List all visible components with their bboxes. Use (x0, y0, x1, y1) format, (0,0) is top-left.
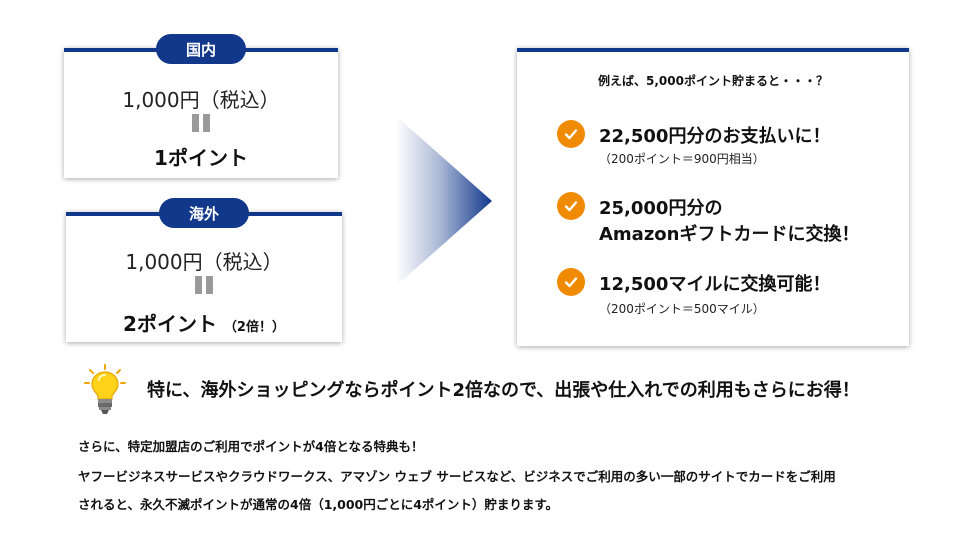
paragraph-line: されると、永久不滅ポイントが通常の4倍（1,000円ごとに4ポイント）貯まります… (78, 497, 559, 512)
arrow-right-icon (396, 116, 492, 286)
equals-icon (192, 114, 210, 132)
overseas-card: 海外 1,000円（税込） 2ポイント （2倍！） (66, 198, 342, 342)
benefit-main: 22,500円分のお支払いに！ (599, 126, 831, 147)
paragraph-line: さらに、特定加盟店のご利用でポイントが4倍となる特典も！ (78, 439, 424, 454)
lightbulb-icon (84, 364, 126, 414)
benefit-main: 25,000円分の (599, 198, 723, 219)
check-icon (557, 268, 585, 296)
benefit-sub: （200ポイント＝500マイル） (599, 302, 765, 316)
overseas-points: 2ポイント （2倍！） (66, 308, 342, 337)
check-icon (557, 120, 585, 148)
benefit-main: 12,500マイルに交換可能！ (599, 274, 831, 295)
overseas-points-note: （2倍！） (223, 320, 285, 335)
benefit-main-line2: Amazonギフトカードに交換！ (599, 224, 860, 245)
headline: 特に、海外ショッピングならポイント2倍なので、出張や仕入れでの利用もさらにお得！ (147, 380, 860, 401)
overseas-label: 海外 (159, 198, 249, 228)
domestic-price: 1,000円（税込） (122, 88, 280, 112)
domestic-card: 国内 1,000円（税込） 1ポイント (64, 34, 338, 178)
example-card: 例えば、5,000ポイント貯まると・・・？ 22,500円分のお支払いに！ （2… (517, 48, 909, 346)
paragraph-line: ヤフービジネスサービスやクラウドワークス、アマゾン ウェブ サービスなど、ビジネ… (78, 469, 836, 484)
domestic-label: 国内 (156, 34, 246, 64)
check-icon (557, 192, 585, 220)
benefit-sub: （200ポイント＝900円相当） (599, 152, 765, 166)
example-card-topbar (517, 48, 909, 52)
overseas-points-value: 2ポイント (123, 312, 217, 336)
overseas-price: 1,000円（税込） (125, 250, 283, 274)
domestic-points: 1ポイント (154, 146, 248, 170)
equals-icon (195, 276, 213, 294)
example-title: 例えば、5,000ポイント貯まると・・・？ (598, 74, 828, 88)
